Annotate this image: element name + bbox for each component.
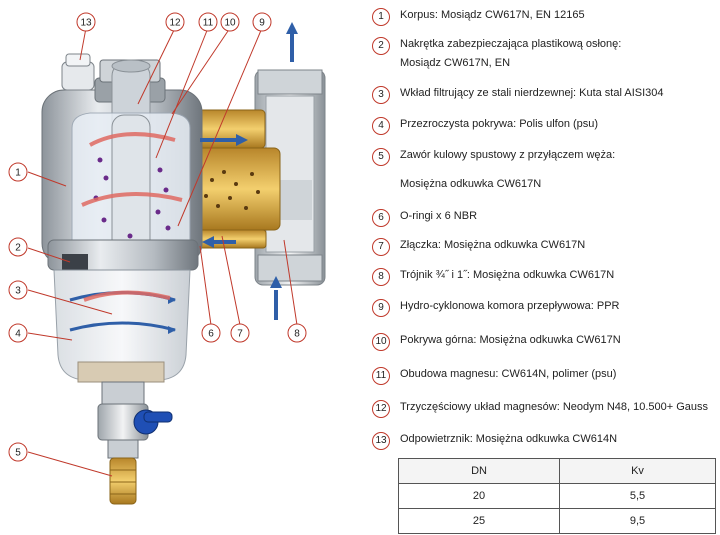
- svg-text:1: 1: [15, 168, 21, 179]
- legend-number: 5: [372, 148, 390, 166]
- callout-2: 2: [8, 237, 28, 257]
- legend-text: Złączka: Mosiężna odkuwka CW617N: [400, 239, 586, 251]
- legend-number: 12: [372, 400, 390, 418]
- swirl-arrows: [81, 132, 183, 302]
- callout-4: 4: [8, 323, 28, 343]
- legend-text: O-ringi x 6 NBR: [400, 210, 478, 222]
- svg-text:6: 6: [208, 329, 214, 340]
- transparent-cover: [53, 269, 191, 383]
- callout-12: 12: [165, 12, 185, 32]
- legend-number: 13: [372, 432, 390, 450]
- legend-item-7: 7 Złączka: Mosiężna odkuwka CW617N: [372, 238, 720, 258]
- legend-number: 9: [372, 299, 390, 317]
- callout-8: 8: [287, 323, 307, 343]
- callouts: [27, 27, 298, 477]
- filter-body: [41, 59, 203, 271]
- legend-text: Odpowietrznik: Mosiężna odkuwka CW614N: [400, 433, 618, 445]
- table-header-kv: Kv: [559, 458, 716, 484]
- legend-text: Hydro-cyklonowa komora przepływowa: PPR: [400, 300, 620, 312]
- legend-text: Pokrywa górna: Mosiężna odkuwka CW617N: [400, 334, 621, 346]
- svg-text:12: 12: [169, 18, 181, 29]
- svg-text:11: 11: [203, 18, 214, 29]
- legend-text: Mosiężna odkuwka CW617N: [400, 178, 542, 190]
- svg-text:8: 8: [294, 329, 300, 340]
- dn-kv-table: DN Kv 20 5,5 25 9,5: [397, 458, 716, 534]
- svg-text:3: 3: [15, 286, 21, 297]
- air-vent: [61, 53, 95, 91]
- legend-text: Korpus: Mosiądz CW617N, EN 12165: [400, 9, 585, 21]
- legend-text: Przezroczysta pokrywa: Polis ulfon (psu): [400, 118, 599, 130]
- legend-item-2: 2 Nakrętka zabezpieczająca plastikową os…: [372, 37, 720, 77]
- legend-number: 8: [372, 268, 390, 286]
- legend-number: 10: [372, 333, 390, 351]
- flow-arrows: [200, 22, 298, 320]
- table-row: 20 5,5: [397, 483, 716, 509]
- legend-number: 4: [372, 117, 390, 135]
- legend-item-4: 4 Przezroczysta pokrywa: Polis ulfon (ps…: [372, 117, 720, 137]
- callout-9: 9: [252, 12, 272, 32]
- legend-item-10: 10 Pokrywa górna: Mosiężna odkuwka CW617…: [372, 333, 720, 353]
- callout-3: 3: [8, 280, 28, 300]
- legend-text: Wkład filtrujący ze stali nierdzewnej: K…: [400, 87, 664, 99]
- legend-text: Trzyczęściowy układ magnesów: Neodym N48…: [400, 401, 709, 413]
- table-header-dn: DN: [397, 458, 561, 484]
- table-header-row: DN Kv: [397, 458, 716, 484]
- legend-item-1: 1 Korpus: Mosiądz CW617N, EN 12165: [372, 8, 720, 28]
- legend-number: 11: [372, 367, 390, 385]
- svg-text:13: 13: [80, 18, 92, 29]
- legend-text: Obudowa magnesu: CW614N, polimer (psu): [400, 368, 617, 380]
- legend-number: 1: [372, 8, 390, 26]
- svg-text:7: 7: [237, 329, 243, 340]
- legend-text: Nakrętka zabezpieczająca plastikową osło…: [400, 38, 622, 50]
- table-cell: 20: [397, 483, 561, 509]
- filter-cutaway-diagram: 13 12 11 10 9 1 2 3 4 5 6 7: [8, 12, 326, 505]
- callout-11: 11: [198, 12, 218, 32]
- callout-6: 6: [201, 323, 221, 343]
- callout-5: 5: [8, 442, 28, 462]
- drain-ball-valve: [97, 381, 173, 505]
- svg-text:5: 5: [15, 448, 21, 459]
- legend-item-5: 5 Zawór kulowy spustowy z przyłączem węż…: [372, 148, 720, 194]
- legend-text: Zawór kulowy spustowy z przyłączem węża:: [400, 149, 616, 161]
- legend-item-8: 8 Trójnik ¾˝ i 1˝: Mosiężna odkuwka CW61…: [372, 268, 720, 288]
- table-cell: 25: [397, 508, 561, 534]
- table-cell: 5,5: [559, 483, 716, 509]
- legend-item-6: 6 O-ringi x 6 NBR: [372, 209, 720, 229]
- svg-text:10: 10: [224, 18, 236, 29]
- legend-number: 2: [372, 37, 390, 55]
- legend-item-13: 13 Odpowietrznik: Mosiężna odkuwka CW614…: [372, 432, 720, 452]
- callout-13: 13: [76, 12, 96, 32]
- legend-text: Mosiądz CW617N, EN: [400, 57, 511, 69]
- table-row: 25 9,5: [397, 508, 716, 534]
- legend-number: 7: [372, 238, 390, 256]
- callout-7: 7: [230, 323, 250, 343]
- legend-number: 6: [372, 209, 390, 227]
- callout-1: 1: [8, 162, 28, 182]
- legend-item-9: 9 Hydro-cyklonowa komora przepływowa: PP…: [372, 299, 720, 319]
- legend-text: Trójnik ¾˝ i 1˝: Mosiężna odkuwka CW617N: [400, 269, 615, 281]
- svg-text:9: 9: [259, 18, 265, 29]
- callout-10: 10: [220, 12, 240, 32]
- table-cell: 9,5: [559, 508, 716, 534]
- legend-item-12: 12 Trzyczęściowy układ magnesów: Neodym …: [372, 400, 720, 420]
- svg-text:2: 2: [15, 243, 21, 254]
- parts-legend: 1 Korpus: Mosiądz CW617N, EN 12165 2 Nak…: [372, 0, 720, 535]
- legend-item-3: 3 Wkład filtrujący ze stali nierdzewnej:…: [372, 86, 720, 106]
- legend-number: 3: [372, 86, 390, 104]
- svg-text:4: 4: [15, 329, 21, 340]
- legend-item-11: 11 Obudowa magnesu: CW614N, polimer (psu…: [372, 367, 720, 387]
